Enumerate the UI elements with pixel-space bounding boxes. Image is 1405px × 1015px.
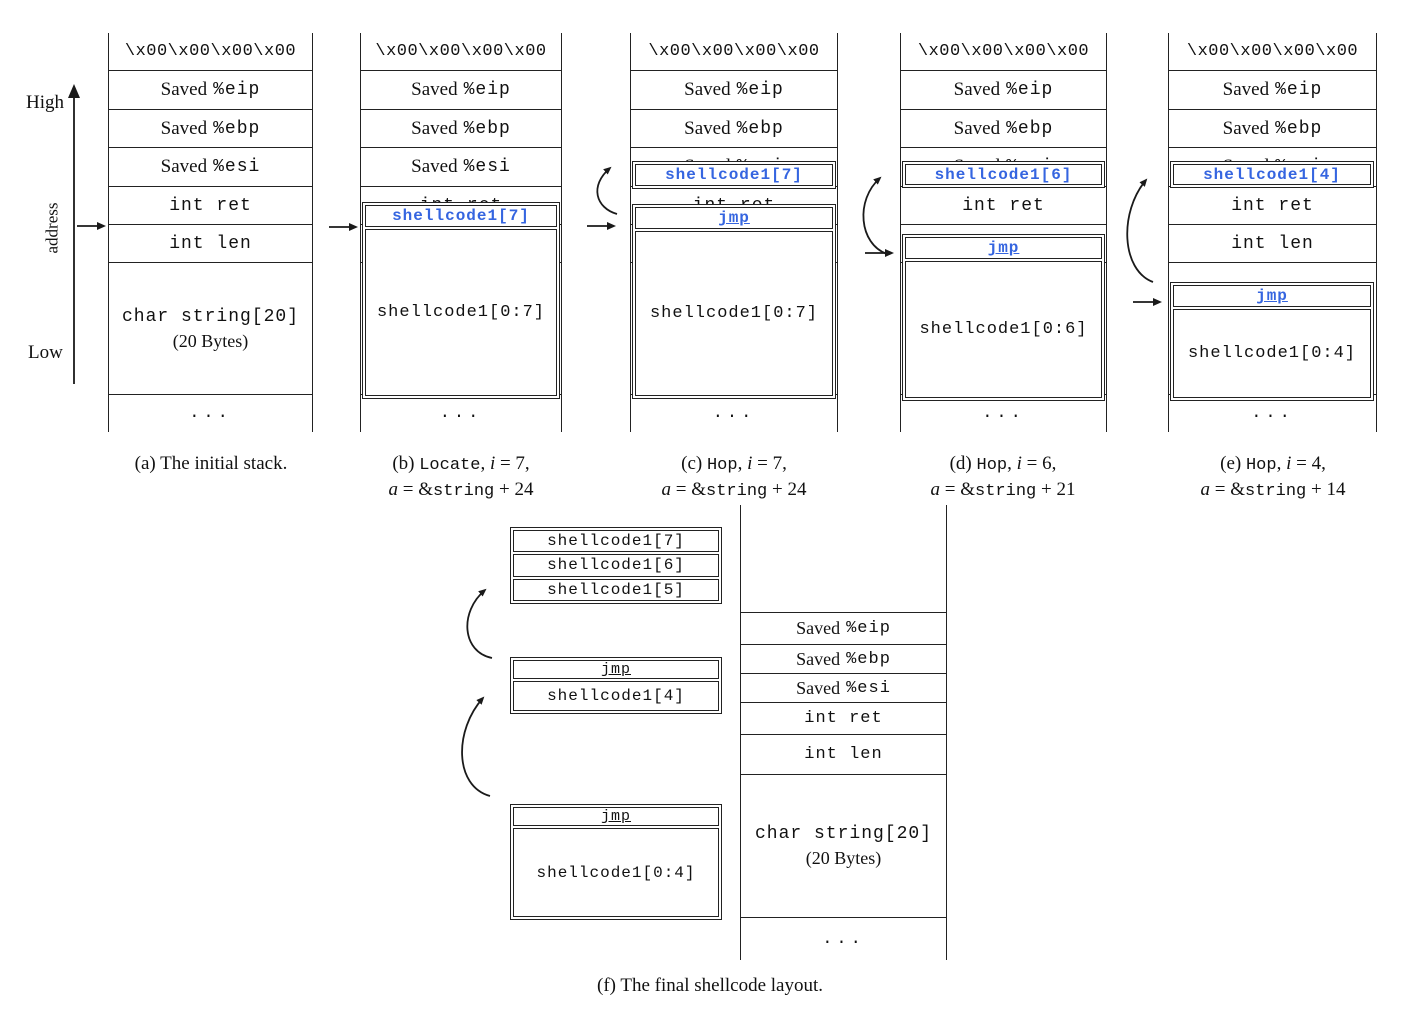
- row-saved-ebp: Saved%ebp: [901, 110, 1106, 148]
- overlay-e-body: shellcode1[0:4]: [1173, 309, 1371, 398]
- final-jmp-2: jmp: [513, 807, 719, 826]
- row-nullbytes: \x00\x00\x00\x00: [1169, 33, 1376, 71]
- final-shellcode1-6: shellcode1[6]: [513, 554, 719, 577]
- row-ellipsis: ...: [982, 403, 1025, 423]
- stack-pointer-arrow-e: [1133, 298, 1162, 306]
- overlay-b-body: shellcode1[0:7]: [365, 229, 557, 396]
- caption-c: (c) Hop, i = 7, a = &string + 24: [661, 453, 807, 501]
- row-int-len: int len: [1169, 225, 1376, 263]
- row-saved-ebp: Saved%ebp: [361, 110, 561, 148]
- row-saved-eip: Saved%eip: [901, 71, 1106, 110]
- stack-pointer-arrow-a: [77, 222, 106, 230]
- row-int-ret: int ret: [1169, 187, 1376, 225]
- row-ellipsis: ...: [439, 403, 483, 423]
- jump-arc-c: [596, 166, 618, 215]
- row-nullbytes: \x00\x00\x00\x00: [361, 33, 561, 71]
- row-saved-ebp: Saved%ebp: [741, 645, 946, 674]
- overlay-e-jmp: jmp: [1173, 285, 1371, 307]
- row-int-ret: int ret: [741, 703, 946, 735]
- final-shellcode1-4: shellcode1[4]: [513, 681, 719, 711]
- row-saved-eip: Saved%eip: [741, 613, 946, 645]
- row-nullbytes: \x00\x00\x00\x00: [109, 33, 312, 71]
- row-saved-eip: Saved%eip: [1169, 71, 1376, 110]
- axis-label-high: High: [26, 92, 64, 113]
- final-stack: Saved%eip Saved%ebp Saved%esi int ret in…: [740, 505, 947, 960]
- caption-a: (a) The initial stack.: [134, 453, 288, 474]
- row-saved-esi: Saved%esi: [741, 674, 946, 703]
- address-axis-arrow: [68, 84, 80, 384]
- row-nullbytes: \x00\x00\x00\x00: [631, 33, 837, 71]
- row-int-len: int len: [741, 735, 946, 775]
- overlay-d-body: shellcode1[0:6]: [905, 261, 1102, 398]
- row-saved-eip: Saved%eip: [361, 71, 561, 110]
- row-string-buffer: char string[20] (20 Bytes): [109, 263, 312, 395]
- overlay-d-jmp-body: jmp shellcode1[0:6]: [902, 234, 1105, 401]
- row-saved-ebp: Saved%ebp: [109, 110, 312, 148]
- row-ellipsis: ...: [712, 403, 756, 423]
- row-string-buffer: char string[20] (20 Bytes): [741, 775, 946, 918]
- caption-b: (b) Locate, i = 7, a = &string + 24: [388, 453, 534, 501]
- row-saved-ebp: Saved%ebp: [1169, 110, 1376, 148]
- overlay-d-jmp: jmp: [905, 237, 1102, 259]
- axis-label-address: address: [32, 186, 72, 270]
- stack-pointer-arrow-b: [329, 223, 358, 231]
- row-saved-eip: Saved%eip: [631, 71, 837, 110]
- caption-f: (f) The final shellcode layout.: [597, 975, 823, 996]
- overlay-e-jmp-body: jmp shellcode1[0:4]: [1170, 282, 1374, 401]
- overlay-c-shellcode7: shellcode1[7]: [632, 161, 836, 189]
- row-int-ret: int ret: [109, 187, 312, 225]
- final-jmp-1: jmp: [513, 660, 719, 679]
- row-int-len: int len: [109, 225, 312, 263]
- row-blank: [741, 505, 946, 613]
- overlay-c-body: shellcode1[0:7]: [635, 231, 833, 396]
- axis-label-low: Low: [28, 342, 63, 363]
- row-nullbytes: \x00\x00\x00\x00: [901, 33, 1106, 71]
- overlay-b-shellcode: shellcode1[7] shellcode1[0:7]: [362, 202, 560, 399]
- overlay-b-header: shellcode1[7]: [365, 205, 557, 227]
- axis-label-address-text: address: [42, 202, 62, 254]
- row-saved-esi: Saved%esi: [361, 148, 561, 187]
- caption-e: (e) Hop, i = 4, a = &string + 14: [1200, 453, 1346, 501]
- final-group-top: shellcode1[7] shellcode1[6] shellcode1[5…: [510, 527, 722, 604]
- final-shellcode1-7: shellcode1[7]: [513, 530, 719, 553]
- row-int-ret: int ret: [901, 187, 1106, 225]
- stack-pointer-arrow-c: [587, 222, 616, 230]
- overlay-e-shellcode4: shellcode1[4]: [1170, 161, 1374, 188]
- jump-arc-d: [862, 176, 888, 255]
- final-group-mid: jmp shellcode1[4]: [510, 657, 722, 714]
- caption-d: (d) Hop, i = 6, a = &string + 21: [930, 453, 1076, 501]
- nullbytes-label: \x00\x00\x00\x00: [124, 42, 297, 61]
- overlay-c-jmp-body: jmp shellcode1[0:7]: [632, 204, 836, 399]
- final-shellcode1-5: shellcode1[5]: [513, 578, 719, 601]
- row-ellipsis: ...: [822, 929, 865, 949]
- row-ellipsis: ...: [1251, 403, 1294, 423]
- row-saved-esi: Saved%esi: [109, 148, 312, 187]
- row-saved-ebp: Saved%ebp: [631, 110, 837, 148]
- jump-arc-e: [1126, 178, 1154, 283]
- row-ellipsis: ...: [189, 403, 232, 423]
- final-shellcode1-0-4: shellcode1[0:4]: [513, 828, 719, 917]
- jump-arc-f2: [461, 696, 491, 797]
- row-saved-eip: Saved%eip: [109, 71, 312, 110]
- final-group-bottom: jmp shellcode1[0:4]: [510, 804, 722, 920]
- overlay-c-jmp: jmp: [635, 207, 833, 229]
- jump-arc-f1: [466, 588, 493, 659]
- overlay-d-shellcode6: shellcode1[6]: [902, 161, 1105, 188]
- stack-a: \x00\x00\x00\x00 Saved%eip Saved%ebp Sav…: [108, 33, 313, 432]
